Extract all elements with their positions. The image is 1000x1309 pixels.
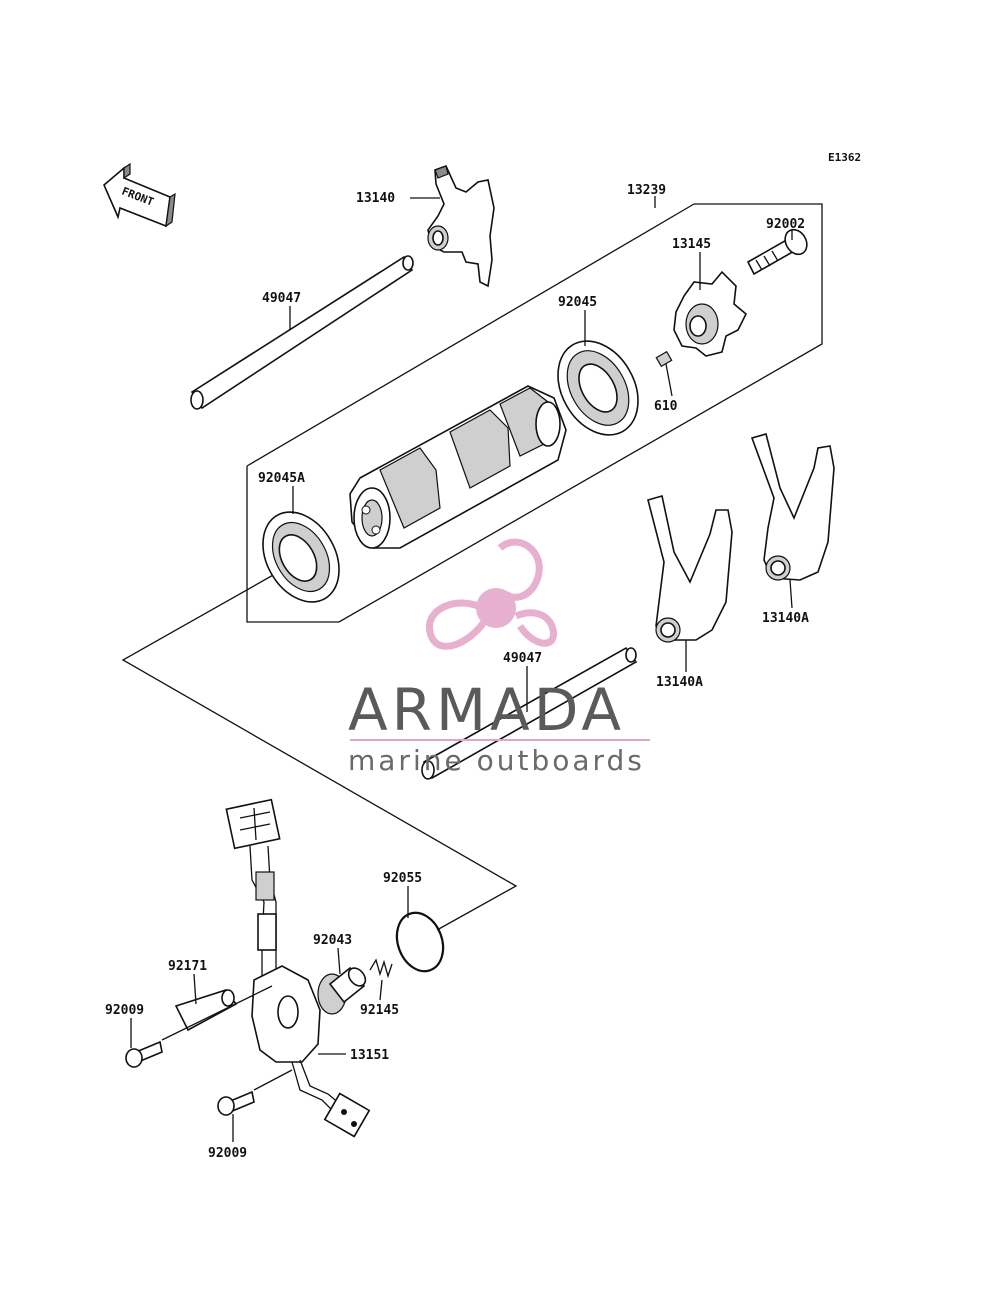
- watermark-tagline: marine outboards: [348, 744, 645, 777]
- pin-610: [655, 350, 673, 368]
- callout-92145: 92145: [360, 1003, 399, 1018]
- bearing-92045: [557, 340, 639, 436]
- bearing-92045A: [262, 511, 340, 603]
- callout-610: 610: [654, 399, 678, 414]
- callout-49047-mid: 49047: [503, 651, 542, 666]
- o-ring-92055: [395, 911, 445, 973]
- leader-lower-assembly: [121, 573, 518, 931]
- callout-13140A-mid: 13140A: [656, 675, 703, 690]
- shift-rod-49047-mid: [421, 646, 638, 780]
- leader-lines: [130, 196, 793, 1142]
- callout-92009-left: 92009: [105, 1003, 144, 1018]
- assembly-outline: [246, 203, 823, 623]
- callout-92043: 92043: [313, 933, 352, 948]
- callout-13239: 13239: [627, 183, 666, 198]
- front-arrow-icon: FRONT: [103, 162, 176, 228]
- shift-fork-13140: [427, 164, 495, 288]
- callout-49047-top: 49047: [262, 291, 301, 306]
- gear-position-switch-13151: [225, 798, 371, 1138]
- shift-drum: [349, 385, 567, 549]
- screw-92009-bottom: [217, 1090, 255, 1116]
- watermark-brand: ARMADA: [348, 676, 625, 744]
- callout-13151: 13151: [350, 1048, 389, 1063]
- callout-92045A: 92045A: [258, 471, 305, 486]
- callout-13145: 13145: [672, 237, 711, 252]
- callout-92171: 92171: [168, 959, 207, 974]
- armada-propeller-logo: [426, 538, 557, 650]
- plunger-92043: [328, 966, 367, 1004]
- shift-rod-49047-top: [190, 255, 414, 410]
- shift-fork-13140A-right: [750, 433, 835, 581]
- callout-13140: 13140: [356, 191, 395, 206]
- callout-92045: 92045: [558, 295, 597, 310]
- callout-92002: 92002: [766, 217, 805, 232]
- spring-92145: [369, 958, 393, 979]
- clamp-92171: [174, 989, 238, 1032]
- callout-92055: 92055: [383, 871, 422, 886]
- diagram-ref-code: E1362: [828, 151, 861, 164]
- callout-13140A-right: 13140A: [762, 611, 809, 626]
- shift-fork-13140A-mid: [647, 494, 733, 643]
- screw-92009-left: [125, 1040, 163, 1068]
- star-plate-13145: [673, 270, 747, 357]
- bolt-92002: [746, 228, 808, 276]
- callout-92009-bottom: 92009: [208, 1146, 247, 1161]
